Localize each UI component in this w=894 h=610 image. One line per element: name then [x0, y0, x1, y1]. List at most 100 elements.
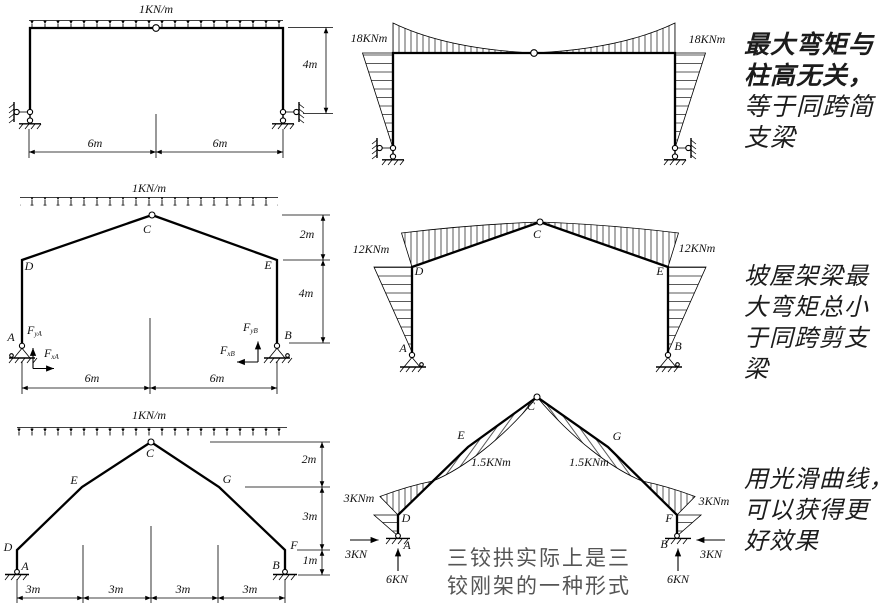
node-B: B	[660, 537, 668, 551]
moment-value-right: 18KNm	[689, 32, 726, 46]
support-left	[371, 138, 405, 166]
dim-3m-2: 3m	[108, 582, 124, 596]
dim-2m: 2m	[302, 452, 317, 466]
distributed-load-arrows	[17, 427, 287, 436]
row3-moment-diagram: C E G D F A B 3KNm 3KNm 1.5KNm 1.5KNm 3K…	[343, 393, 730, 586]
dim-3m-3: 3m	[175, 582, 191, 596]
reaction-6kn-right: 6KN	[667, 572, 690, 586]
support-A	[8, 342, 38, 364]
moment-rafter-value-left: 1.5KNm	[471, 455, 511, 469]
row1-moment-diagram: 18KNm 18KNm	[351, 22, 726, 166]
dim-4m: 4m	[299, 286, 314, 300]
node-B: B	[284, 328, 292, 342]
dim-6m-right: 6m	[213, 136, 228, 150]
moment-value-left: 3KNm	[343, 491, 375, 505]
moment-column-right	[674, 52, 707, 149]
node-F: F	[289, 538, 298, 552]
moment-value-right: 12KNm	[679, 241, 716, 255]
node-C: C	[143, 222, 152, 236]
moment-spike-D	[379, 480, 435, 516]
note-row1-bold-text: 最大弯矩与 柱高无关，	[744, 32, 875, 90]
force-FxA-label: FxA	[43, 346, 59, 361]
node-E: E	[655, 264, 664, 278]
dim-2m: 2m	[300, 227, 315, 241]
note-row1: 最大弯矩与 柱高无关， 等于同跨简 支梁	[744, 30, 894, 154]
bottom-caption: 三铰拱实际上是三 铰刚架的一种形式	[447, 546, 631, 598]
hinge-icon	[530, 49, 538, 57]
dimension-heights: 2m 4m	[282, 214, 330, 344]
note-row1-rest-text: 等于同跨简 支梁	[744, 94, 875, 152]
support-B	[655, 351, 682, 373]
dim-6m-right: 6m	[210, 371, 225, 385]
support-B	[263, 342, 293, 364]
moment-column-left	[373, 266, 413, 353]
node-D: D	[401, 511, 411, 525]
row2-moment-diagram: 12KNm 12KNm C D E A B	[353, 218, 716, 373]
hinge-icon	[147, 438, 155, 446]
distributed-load-arrows	[20, 197, 278, 206]
dim-3m-4: 3m	[242, 582, 258, 596]
node-B: B	[272, 558, 280, 572]
moment-column-left	[372, 514, 399, 537]
moment-value-left: 18KNm	[351, 31, 388, 45]
dim-6m-left: 6m	[85, 371, 100, 385]
row2-frame-diagram: 1KN/m FyA FxA FyB FxB C	[6, 181, 330, 394]
support-A	[385, 532, 410, 545]
node-B: B	[674, 339, 682, 353]
row1-frame-diagram: 1KN/m 4m	[8, 2, 333, 158]
frame-members	[396, 395, 679, 534]
reaction-3kn-left: 3KN	[344, 547, 368, 561]
node-A: A	[402, 538, 411, 552]
note-row3: 用光滑曲线， 可以获得更 好效果	[744, 467, 894, 555]
node-C: C	[146, 446, 155, 460]
support-A	[399, 351, 426, 373]
frame-members	[28, 26, 285, 110]
node-E: E	[456, 428, 465, 442]
dimension-heights: 2m 3m 1m	[210, 441, 330, 576]
node-D: D	[3, 540, 13, 554]
node-G: G	[223, 472, 232, 486]
node-A: A	[398, 341, 407, 355]
node-A: A	[20, 559, 29, 573]
hinge-icon	[148, 211, 156, 219]
support-A	[4, 568, 29, 581]
support-right	[271, 102, 305, 130]
dimension-span: 6m 6m	[28, 114, 284, 158]
support-left	[8, 102, 42, 130]
hinge-icon	[533, 393, 541, 401]
node-D: D	[24, 259, 34, 273]
moment-rafter-value-right: 1.5KNm	[569, 455, 609, 469]
force-FxB-label: FxB	[219, 343, 235, 358]
hinge-icon	[152, 24, 160, 32]
reaction-axes-B: FyB FxB	[219, 320, 262, 366]
dim-6m-left: 6m	[88, 136, 103, 150]
moment-value-left: 12KNm	[353, 242, 390, 256]
moment-column-right	[676, 514, 703, 537]
reaction-arrows	[350, 536, 725, 571]
node-G: G	[613, 429, 622, 443]
row3-frame-diagram: 1KN/m C E G D F A B 2m 3m 1m	[3, 408, 330, 603]
reaction-3kn-right: 3KN	[699, 547, 723, 561]
node-E: E	[263, 258, 272, 272]
node-C: C	[527, 399, 536, 413]
reaction-6kn-left: 6KN	[386, 572, 409, 586]
node-F: F	[664, 511, 673, 525]
dimension-span: 6m 6m	[21, 318, 278, 394]
support-B	[272, 568, 297, 581]
hinge-icon	[536, 218, 544, 226]
reaction-axes-A: FyA FxA	[26, 323, 59, 372]
node-D: D	[414, 264, 424, 278]
note-row2: 坡屋架梁最 大弯矩总小 于同跨剪支 梁	[744, 264, 869, 383]
dimension-span: 3m 3m 3m 3m	[16, 526, 286, 603]
node-C: C	[533, 227, 542, 241]
dimension-height: 4m	[288, 27, 333, 114]
dim-3m: 3m	[302, 509, 318, 523]
moment-column-left	[361, 52, 394, 149]
load-label: 1KN/m	[132, 408, 166, 422]
dim-1m: 1m	[303, 553, 318, 567]
node-E: E	[69, 473, 78, 487]
dim-3m-1: 3m	[25, 582, 41, 596]
moment-beam	[392, 22, 676, 54]
